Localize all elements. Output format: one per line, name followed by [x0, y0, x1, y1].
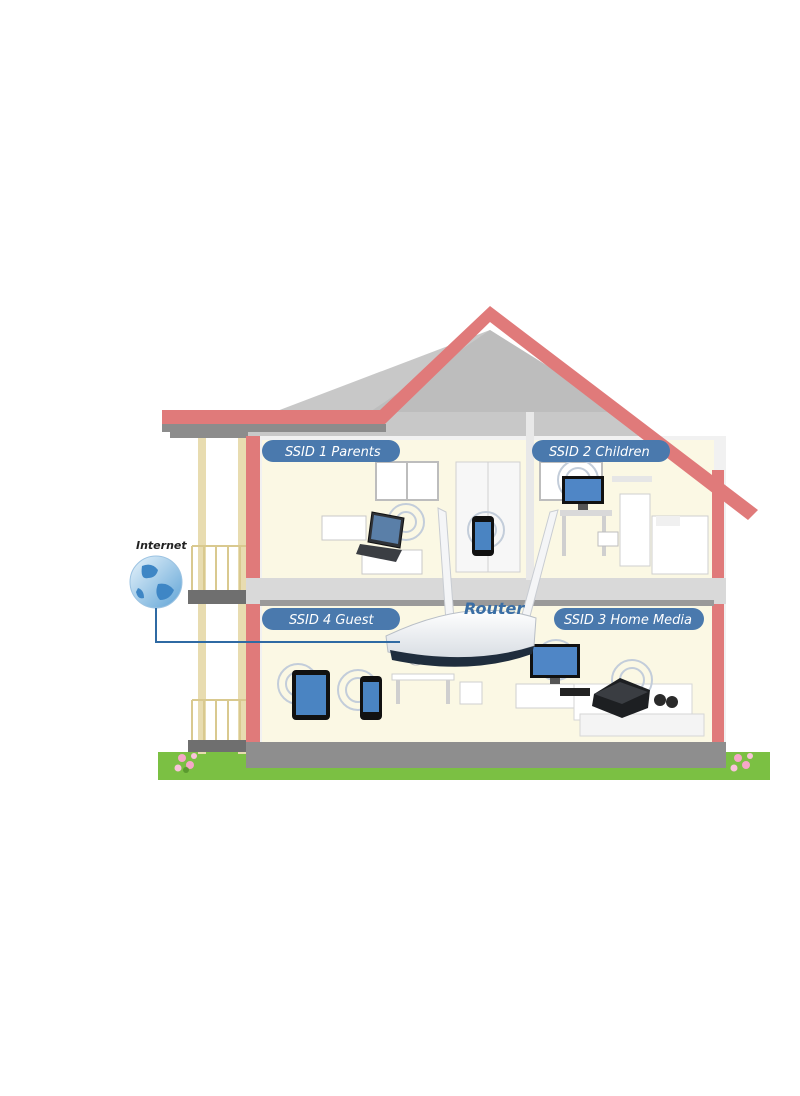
router-icon: [385, 507, 559, 667]
ssid-guest-badge: SSID 4 Guest: [262, 608, 400, 630]
game-console-icon: [592, 678, 678, 718]
media-player-icon: [560, 688, 590, 696]
ssid-children-label: SSID 2 Children: [549, 445, 650, 460]
ssid-media-badge: SSID 3 Home Media: [554, 608, 704, 630]
laptop-icon: [356, 511, 405, 562]
ssid-children-badge: SSID 2 Children: [532, 440, 670, 462]
monitor-icon-children: [562, 476, 604, 510]
internet-cable: [155, 608, 400, 643]
flowers-right: [730, 753, 753, 772]
ssid-media-label: SSID 3 Home Media: [564, 613, 692, 628]
smartphone-icon-parents: [472, 516, 494, 556]
children-room-furniture: [539, 461, 709, 575]
router-label: Router: [464, 599, 525, 618]
smartphone-icon-guest: [360, 676, 382, 720]
ssid-parents-label: SSID 1 Parents: [285, 445, 381, 460]
ssid-parents-badge: SSID 1 Parents: [262, 440, 400, 462]
tv-icon: [530, 644, 580, 684]
flowers-left: [174, 753, 197, 773]
ssid-guest-label: SSID 4 Guest: [289, 613, 375, 628]
tablet-icon: [292, 670, 330, 720]
globe-icon: [129, 555, 183, 609]
internet-label: Internet: [136, 539, 187, 552]
